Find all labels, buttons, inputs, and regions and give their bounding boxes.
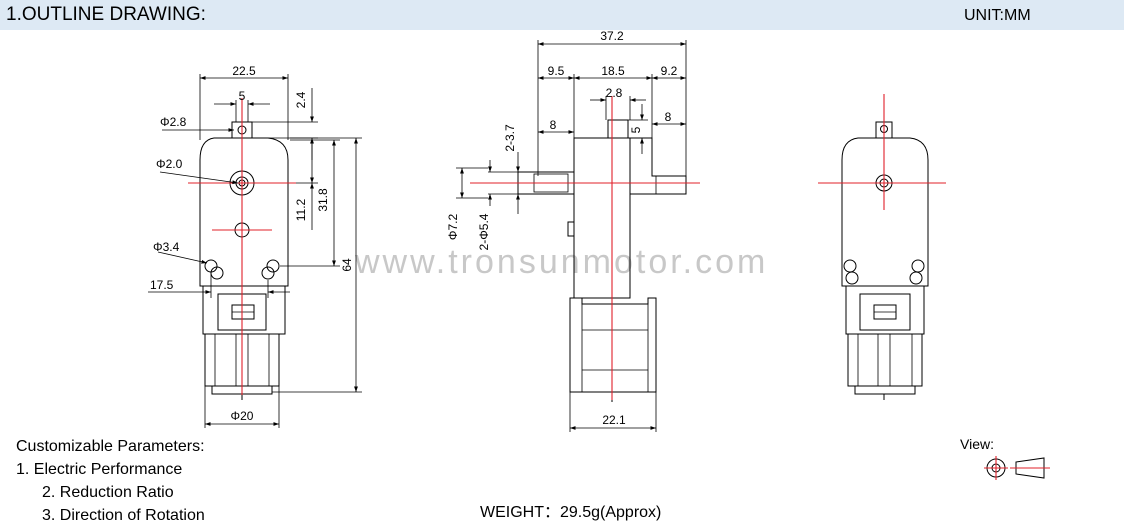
dim-left-seg: 9.5 [548, 64, 565, 78]
dim-center-to-top: 11.2 [294, 198, 308, 221]
dim-shaft-len-right: 8 [665, 110, 672, 124]
dim-bottom-width: 22.1 [602, 413, 626, 427]
unit-label: UNIT:MM [964, 7, 1031, 24]
projection-symbol [984, 456, 1050, 480]
params-heading: Customizable Parameters: [16, 438, 205, 455]
dim-mid-seg: 18.5 [601, 64, 625, 78]
dim-center-span: 31.8 [316, 188, 330, 212]
dim-right-seg: 9.2 [661, 64, 678, 78]
rear-view [818, 94, 946, 400]
dim-width: 22.5 [232, 64, 256, 78]
dim-shaft: Φ2.0 [156, 157, 183, 171]
dim-motor-dia: Φ20 [231, 409, 254, 423]
dim-hole-top: Φ2.8 [160, 115, 187, 129]
dim-shaft-dia: Φ7.2 [446, 214, 460, 241]
param-rotation: 3. Direction of Rotation [42, 507, 205, 524]
dim-shaft-flat: 2.8 [606, 86, 623, 100]
dim-mount-spacing: 17.5 [150, 278, 174, 292]
header-bar: 1.OUTLINE DRAWING: UNIT:MM [0, 0, 1124, 30]
drawing-title: 1.OUTLINE DRAWING: [6, 4, 206, 25]
dim-flat-range: 2-3.7 [503, 124, 517, 152]
dim-total-length: 64 [340, 258, 354, 272]
dim-shaft-len-left: 8 [550, 118, 557, 132]
side-view: 37.2 9.5 18.5 9.2 2.8 5 8 8 2-3.7 [446, 29, 700, 432]
dim-mount-hole: Φ3.4 [153, 240, 180, 254]
weight-label: WEIGHT：29.5g(Approx) [480, 504, 662, 521]
dim-overall: 37.2 [600, 29, 624, 43]
view-label: View: [960, 436, 994, 452]
param-reduction: 2. Reduction Ratio [42, 484, 174, 501]
param-electric: 1. Electric Performance [16, 461, 183, 478]
watermark: www.tronsunmotor.com [355, 243, 769, 281]
front-view: 22.5 5 2.4 Φ2.8 Φ2.0 11.2 31.8 64 [148, 64, 362, 428]
custom-parameters: Customizable Parameters: 1. Electric Per… [16, 435, 205, 527]
dim-hole-dia: 2-Φ5.4 [477, 213, 491, 250]
dim-shaft-spacing: 5 [239, 89, 246, 103]
dim-top-offset: 2.4 [294, 91, 308, 108]
dim-shaft-flat-depth: 5 [629, 126, 643, 133]
